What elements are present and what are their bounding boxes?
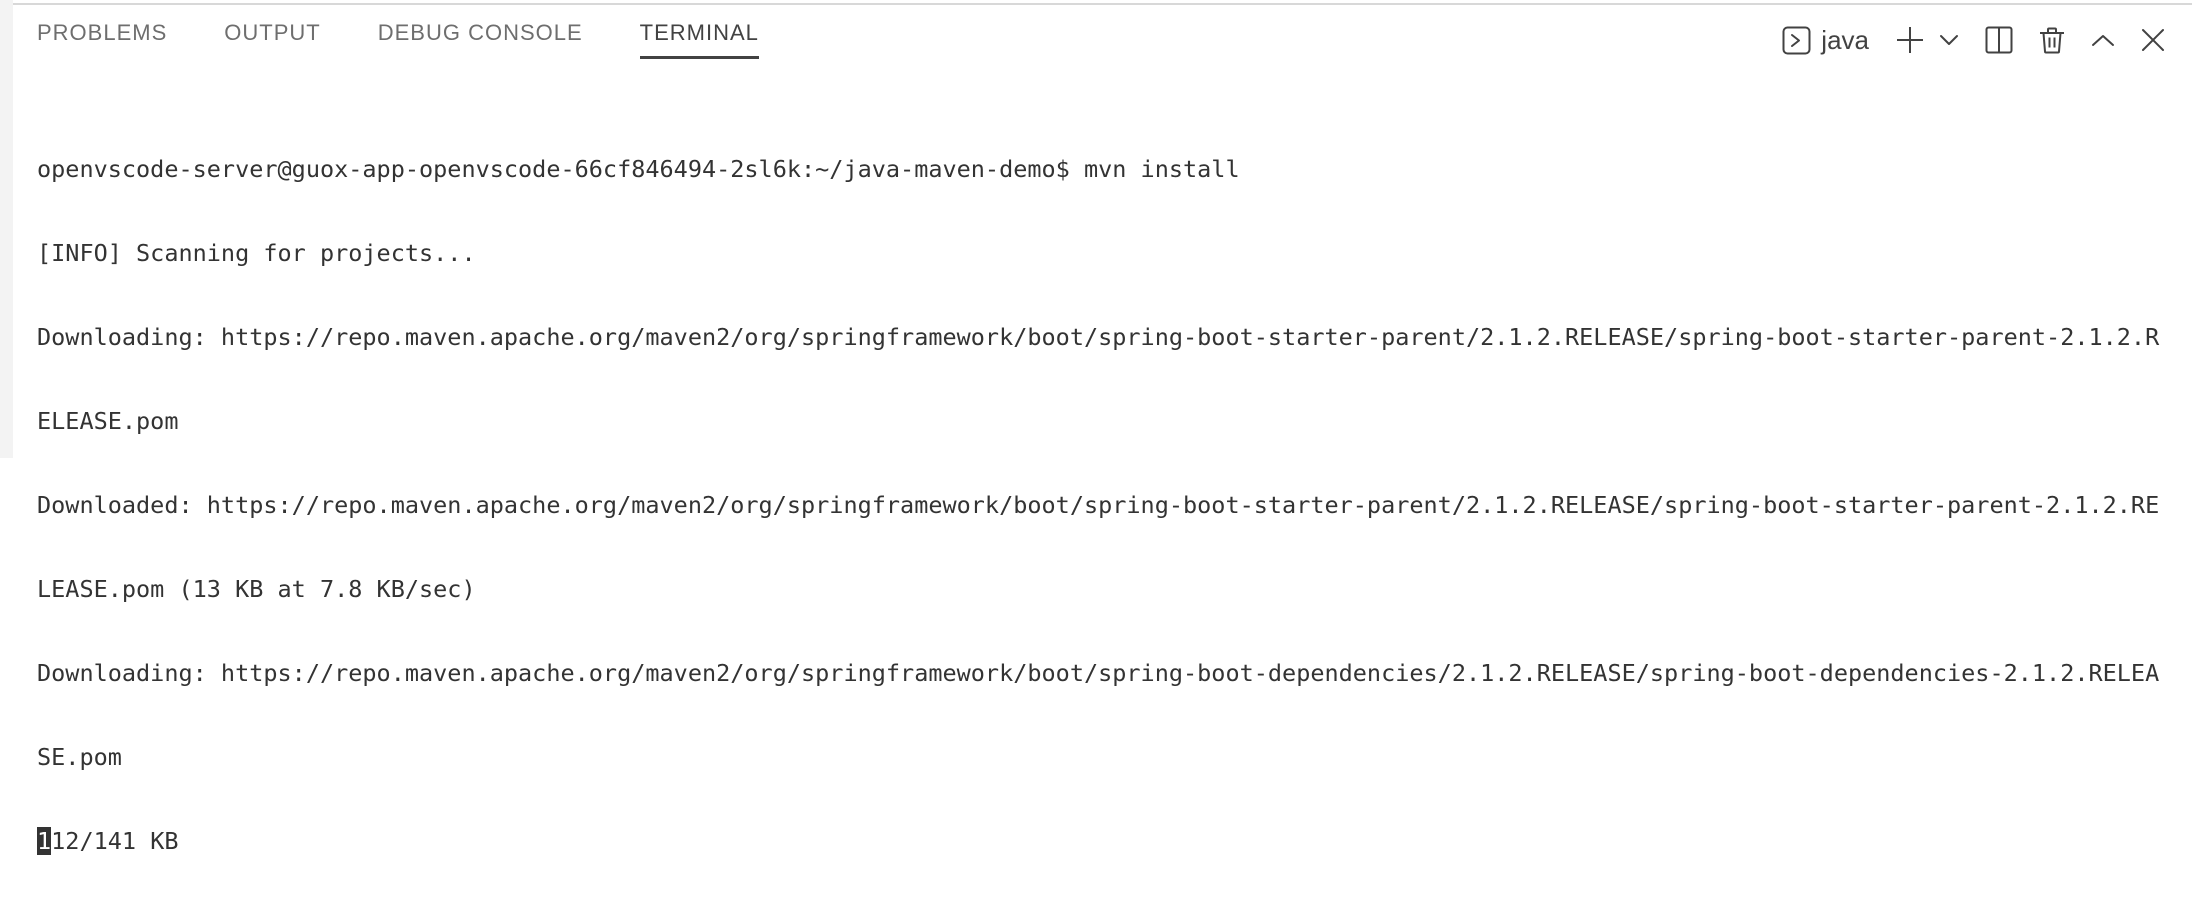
workbench-left-strip [0,0,13,458]
panel-header: PROBLEMS OUTPUT DEBUG CONSOLE TERMINAL j… [13,5,2192,69]
tab-debug-console[interactable]: DEBUG CONSOLE [377,20,583,45]
terminal-icon [1782,26,1811,55]
terminal-line: Downloading: https://repo.maven.apache.o… [37,659,2160,687]
close-panel-button[interactable] [2141,28,2165,52]
panel-actions: java [1782,25,2165,55]
split-terminal-button[interactable] [1985,26,2013,54]
new-terminal-group [1895,25,1959,55]
tab-terminal[interactable]: TERMINAL [639,20,759,59]
tab-output[interactable]: OUTPUT [224,20,321,45]
split-terminal-icon [1985,26,2013,54]
terminal-cursor-line-text: 12/141 KB [51,827,179,855]
panel-top-border [13,3,2192,5]
terminal-line: openvscode-server@guox-app-openvscode-66… [37,155,1240,183]
close-icon [2141,28,2165,52]
plus-icon [1895,25,1925,55]
maximize-panel-button[interactable] [2091,34,2115,47]
terminal-line: SE.pom [37,743,122,771]
new-terminal-button[interactable] [1895,25,1925,55]
terminal-line: Downloaded: https://repo.maven.apache.or… [37,491,2160,519]
terminal-cursor: 1 [37,827,52,855]
terminal-line: ELEASE.pom [37,407,179,435]
kill-terminal-button[interactable] [2039,26,2065,54]
terminal-shell-selector[interactable]: java [1782,26,1869,55]
terminal-line: Downloading: https://repo.maven.apache.o… [37,323,2160,351]
chevron-up-icon [2091,34,2115,47]
trash-icon [2039,26,2065,54]
terminal-viewport[interactable]: openvscode-server@guox-app-openvscode-66… [13,85,2192,855]
terminal-shell-label: java [1821,25,1869,55]
terminal-line: LEASE.pom (13 KB at 7.8 KB/sec) [37,575,476,603]
terminal-line: [INFO] Scanning for projects... [37,239,476,267]
terminal-output: openvscode-server@guox-app-openvscode-66… [13,85,2192,911]
launch-profile-dropdown-button[interactable] [1939,34,1959,46]
panel-tabs: PROBLEMS OUTPUT DEBUG CONSOLE TERMINAL [37,5,816,59]
chevron-down-icon [1939,34,1959,46]
terminal-cursor-line: 112/141 KB [37,827,2192,855]
tab-problems[interactable]: PROBLEMS [37,20,168,45]
